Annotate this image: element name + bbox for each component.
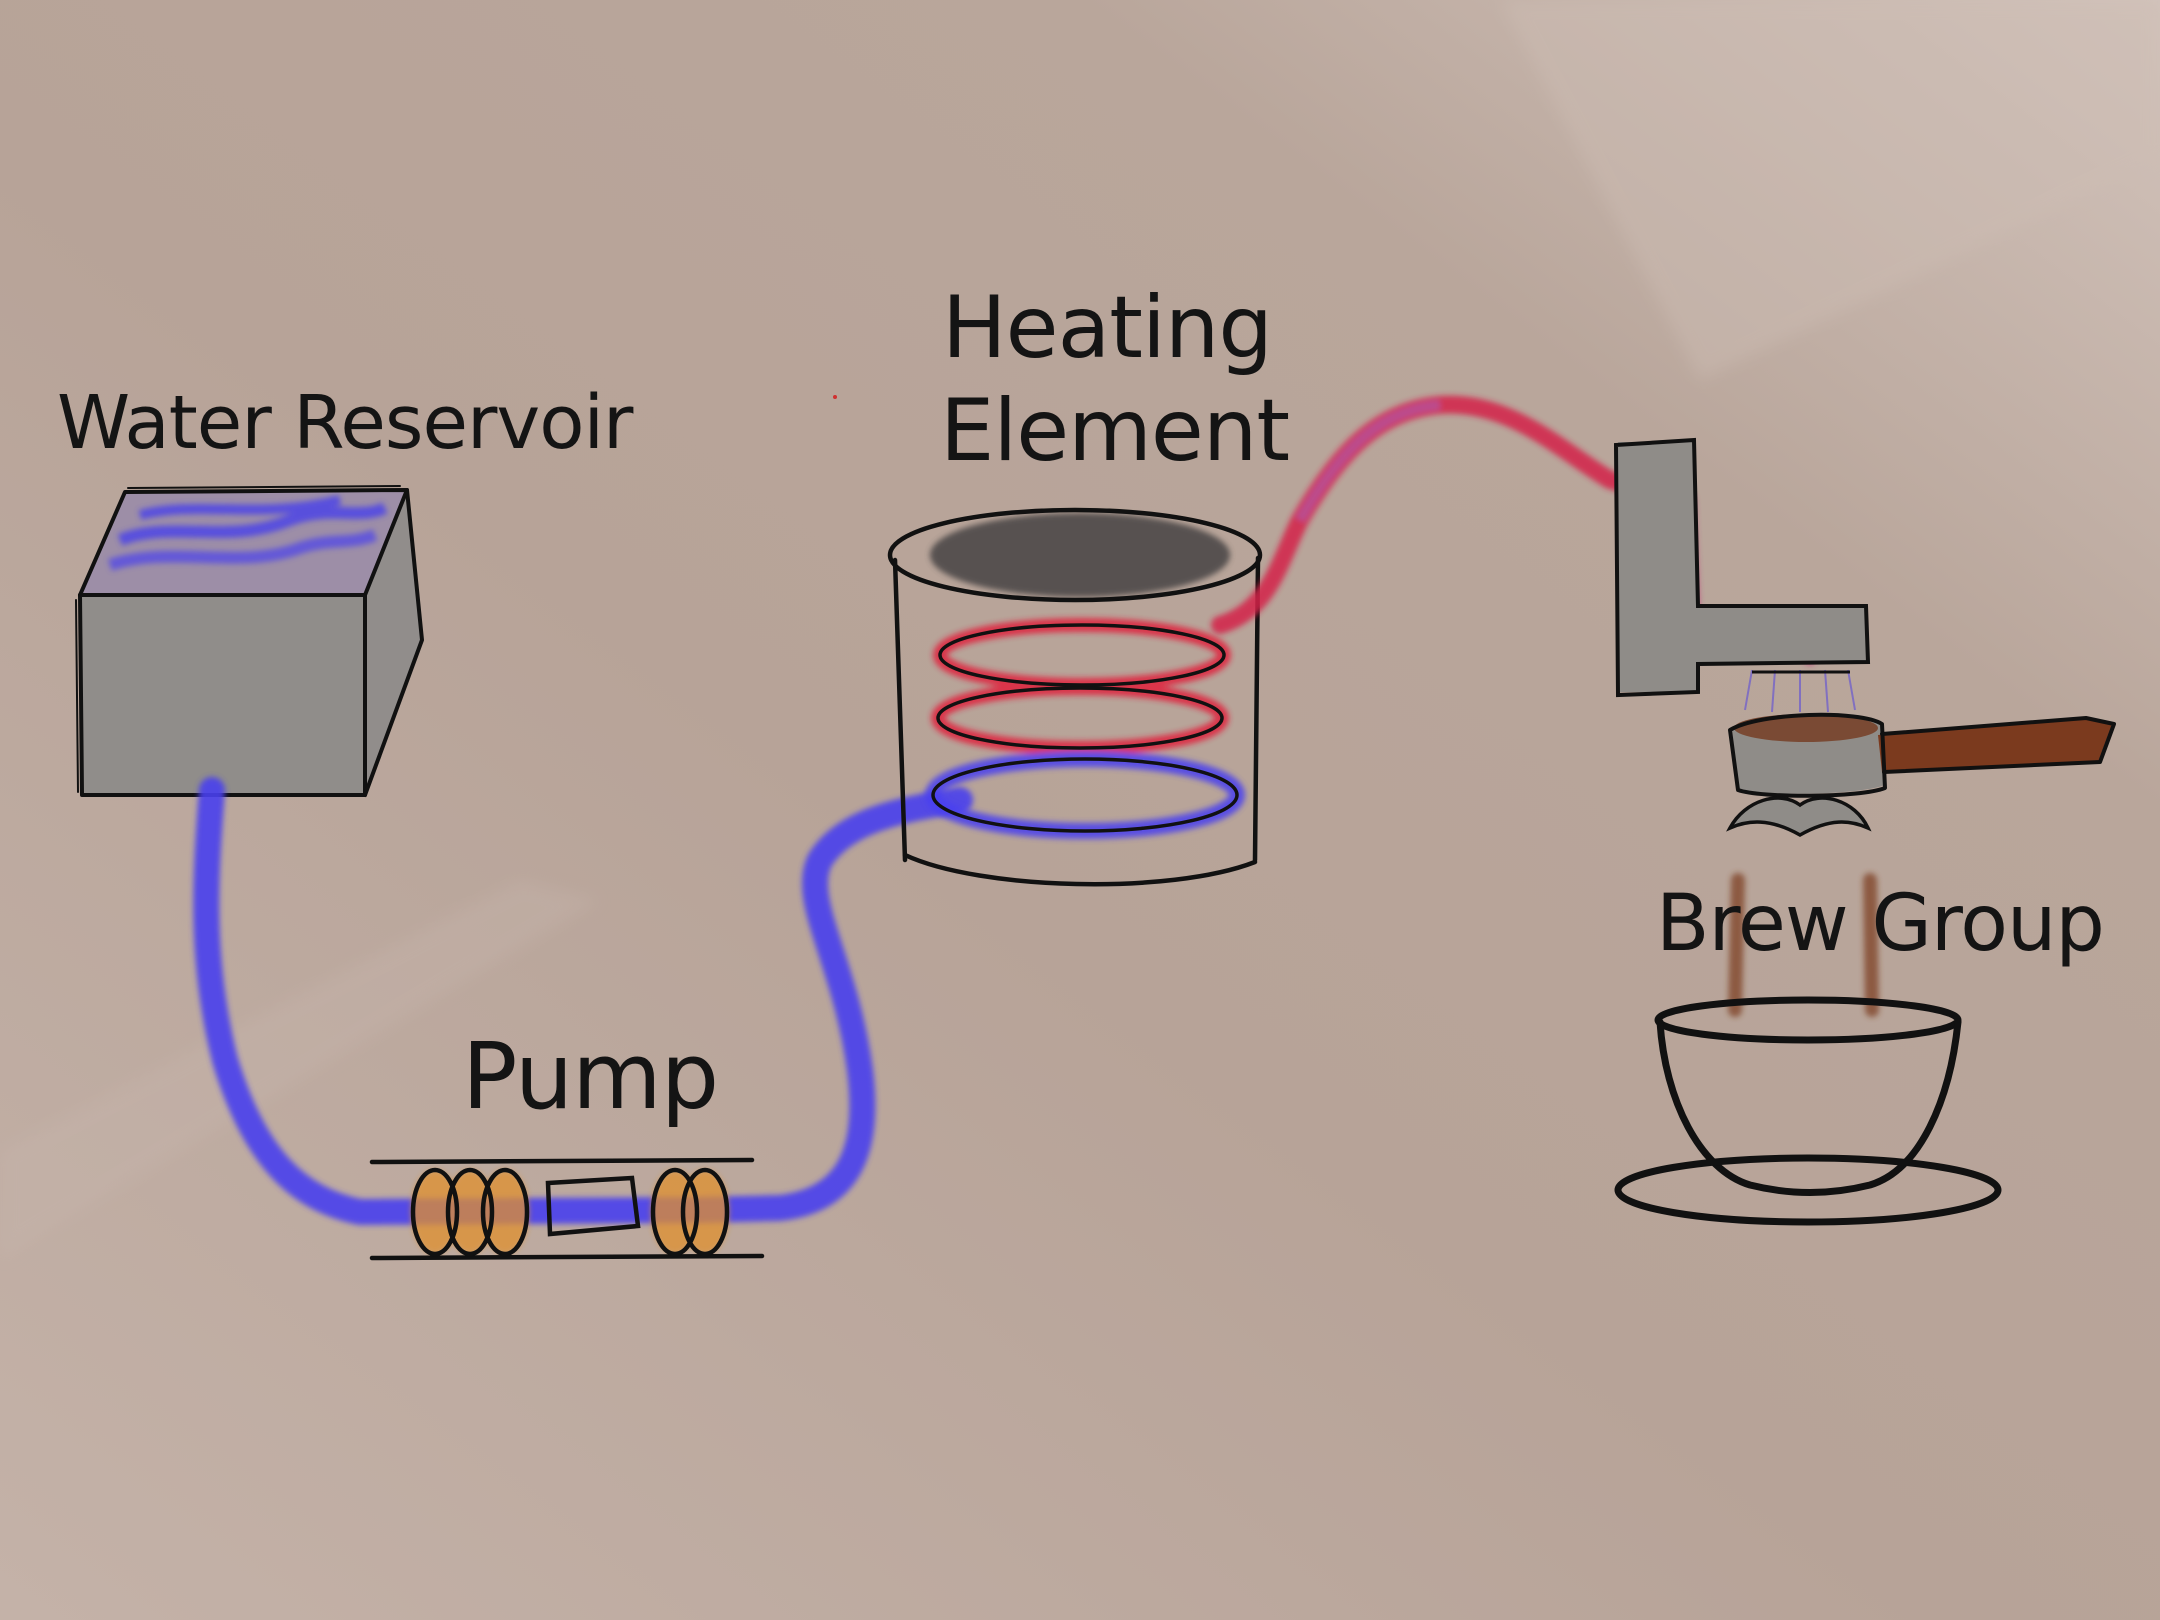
group-outline bbox=[1613, 437, 1871, 698]
brew-group-label: Brew Group bbox=[1656, 879, 2104, 969]
heater-top-fill bbox=[930, 513, 1230, 597]
reservoir-water bbox=[108, 495, 388, 571]
coffee-cup bbox=[1614, 996, 2002, 1226]
reservoir-front-face bbox=[80, 595, 365, 795]
coffee-streams bbox=[1728, 873, 1879, 1017]
reservoir-side-face bbox=[365, 490, 422, 795]
brew-group bbox=[1613, 437, 2116, 1226]
cold-water-pipe bbox=[193, 777, 973, 1226]
pump-label: Pump bbox=[462, 1023, 718, 1130]
group-head bbox=[1696, 608, 1868, 662]
coffee-puck bbox=[1734, 714, 1878, 742]
heating-element bbox=[887, 507, 1263, 887]
speck bbox=[833, 395, 837, 399]
heating-element-label-line2: Element bbox=[940, 381, 1289, 481]
pump-outline bbox=[369, 1157, 765, 1261]
water-reservoir bbox=[75, 485, 424, 797]
shower-spray bbox=[1744, 669, 1856, 713]
portafilter-outline bbox=[1728, 712, 2116, 798]
light-streak-lower bbox=[0, 880, 600, 1260]
pump bbox=[369, 1157, 765, 1261]
water-reservoir-label: Water Reservoir bbox=[57, 380, 634, 466]
heating-element-label-line1: Heating bbox=[942, 278, 1272, 378]
group-column bbox=[1618, 442, 1696, 692]
portafilter-spout bbox=[1726, 796, 1872, 838]
light-streak bbox=[1500, 0, 2160, 380]
